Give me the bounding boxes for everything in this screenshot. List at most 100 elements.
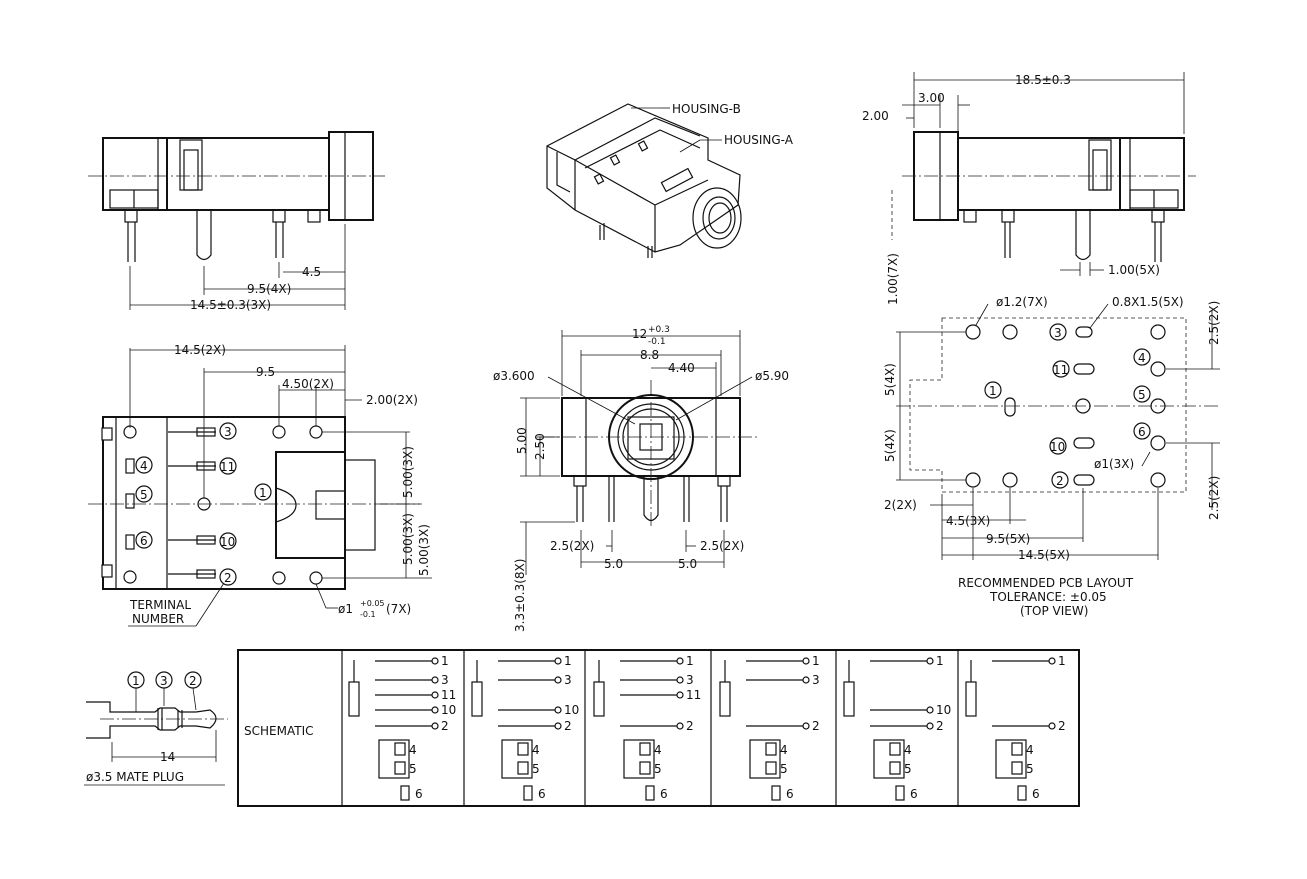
pin-terminal	[1048, 722, 1056, 730]
pin-terminal	[431, 691, 439, 699]
contact-box	[517, 742, 529, 756]
dim-5-0-right: 5.0	[678, 557, 697, 571]
label-housing-a: HOUSING-A	[724, 133, 794, 147]
contact-label-6: 6	[786, 787, 794, 801]
dim-hole-1: ø1(3X)	[1094, 457, 1134, 471]
dim-9-5-4x: 9.5(4X)	[247, 282, 291, 296]
contact-box	[889, 761, 901, 775]
contact-label-4: 4	[1026, 743, 1034, 757]
pin-label-3: 3	[564, 673, 572, 687]
switch-box	[873, 739, 905, 779]
hole-tol-dn: -0.1	[360, 610, 376, 619]
pin-terminal	[431, 722, 439, 730]
pin-terminal	[926, 722, 934, 730]
switch-box	[623, 739, 655, 779]
contact-label-6: 6	[910, 787, 918, 801]
contact-label-6: 6	[1032, 787, 1040, 801]
pin-terminal	[554, 722, 562, 730]
contact-label-5: 5	[409, 762, 417, 776]
schematic-panels: 1311102456131024561311245613245611024561…	[348, 654, 1066, 801]
sleeve-contact	[965, 681, 977, 717]
dim-3-00: 3.00	[918, 91, 945, 105]
front-view: 12 +0.3 -0.1 8.8 4.40 ø3.600 ø5.90 5.00 …	[493, 325, 789, 632]
switch-box	[501, 739, 533, 779]
pin-terminal	[676, 676, 684, 684]
pin-terminal	[431, 706, 439, 714]
dim-2-50: 2.50	[533, 433, 547, 460]
pin-label-1: 1	[1058, 654, 1066, 668]
pin-label-1: 1	[686, 654, 694, 668]
pcb-terminal-11: 11	[1053, 363, 1068, 377]
dim-2-00: 2.00	[862, 109, 889, 123]
dim-dia-5-90: ø5.90	[755, 369, 789, 383]
sleeve-contact	[348, 681, 360, 717]
dim-2-5-bottom: 2.5(2X)	[1207, 476, 1221, 520]
contact-label-5: 5	[904, 762, 912, 776]
sleeve-contact	[719, 681, 731, 717]
dim-12: 12	[632, 327, 647, 341]
mate-plug: 1 3 2 14 ø3.5 MATE PLUG	[84, 671, 228, 786]
contact-label-4: 4	[904, 743, 912, 757]
contact-box	[517, 761, 529, 775]
dim-14-5-2x: 14.5(2X)	[174, 343, 226, 357]
hole-count: (7X)	[386, 602, 411, 616]
terminal-2: 2	[224, 571, 232, 585]
contact-box	[895, 785, 905, 801]
pin-label-2: 2	[812, 719, 820, 733]
pin-terminal	[554, 706, 562, 714]
side-view-left: 4.5 9.5(4X) 14.5±0.3(3X)	[88, 131, 385, 312]
dim-5-00-b: 5.00(3X)	[401, 513, 415, 565]
pin-label-3: 3	[441, 673, 449, 687]
pcb-caption-line2: TOLERANCE: ±0.05	[989, 590, 1107, 604]
sleeve-contact	[471, 681, 483, 717]
contact-box	[765, 742, 777, 756]
contact-label-6: 6	[415, 787, 423, 801]
contact-box	[1011, 742, 1023, 756]
dim-12-tol-dn: -0.1	[648, 337, 666, 347]
pin-label-11: 11	[441, 688, 456, 702]
pin-label-1: 1	[564, 654, 572, 668]
dim-1-00-7x: 1.00(7X)	[886, 253, 900, 305]
pin-label-11: 11	[686, 688, 701, 702]
pin-terminal	[554, 657, 562, 665]
label-housing-b: HOUSING-B	[672, 102, 741, 116]
pin-terminal	[676, 722, 684, 730]
dim-3-3-8x: 3.3±0.3(8X)	[513, 559, 527, 632]
dim-1-00-5x: 1.00(5X)	[1108, 263, 1160, 277]
dim-5-00-c: 5.00(3X)	[417, 524, 431, 576]
dim-4-5-3x: 4.5(3X)	[946, 514, 990, 528]
pcb-terminal-3: 3	[1054, 326, 1062, 340]
contact-box	[1011, 761, 1023, 775]
terminal-10: 10	[220, 535, 235, 549]
pin-label-1: 1	[936, 654, 944, 668]
hole-note: ø1	[338, 602, 353, 616]
pin-label-1: 1	[441, 654, 449, 668]
pin-terminal	[802, 676, 810, 684]
contact-box	[639, 761, 651, 775]
pcb-terminal-10: 10	[1050, 440, 1065, 454]
pcb-caption-line3: (TOP VIEW)	[1020, 604, 1088, 618]
pin-label-3: 3	[686, 673, 694, 687]
contact-box	[400, 785, 410, 801]
pin-terminal	[926, 657, 934, 665]
dim-18-5: 18.5±0.3	[1015, 73, 1071, 87]
contact-box	[889, 742, 901, 756]
pin-terminal	[802, 722, 810, 730]
pin-label-2: 2	[564, 719, 572, 733]
contact-box	[394, 742, 406, 756]
contact-label-6: 6	[538, 787, 546, 801]
switch-box	[995, 739, 1027, 779]
dim-5-4x-top: 5(4X)	[883, 363, 897, 396]
dim-4-50-2x: 4.50(2X)	[282, 377, 334, 391]
top-view: 3 4 5 6 11 1 10 2 14.5(2X) 9.5 4.50(2X) …	[88, 343, 432, 627]
dim-4-40: 4.40	[668, 361, 695, 375]
contact-box	[639, 742, 651, 756]
hole-tol-up: +0.05	[360, 599, 385, 608]
switch-box	[378, 739, 410, 779]
contact-box	[771, 785, 781, 801]
contact-label-5: 5	[1026, 762, 1034, 776]
contact-label-5: 5	[654, 762, 662, 776]
contact-label-4: 4	[780, 743, 788, 757]
plug-contact-2: 2	[189, 674, 197, 688]
pcb-terminal-5: 5	[1138, 388, 1146, 402]
